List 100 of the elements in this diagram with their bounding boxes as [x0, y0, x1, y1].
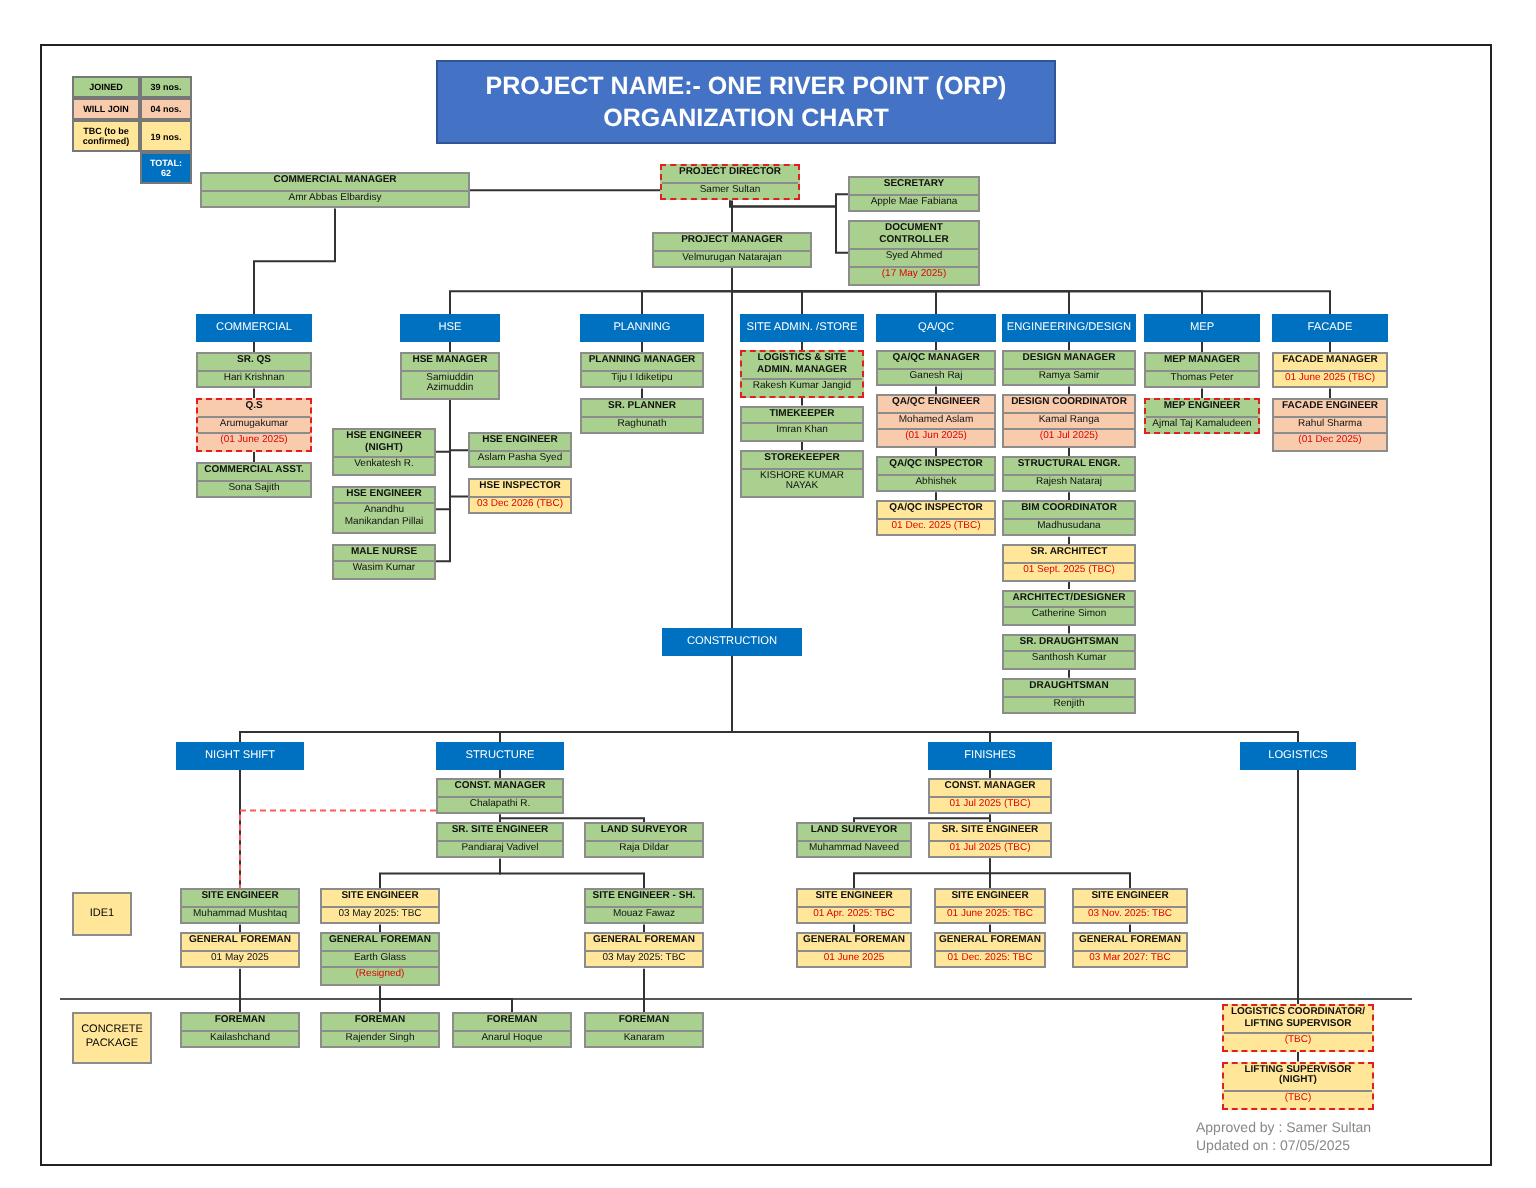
position-box — [1002, 500, 1136, 537]
connector-line — [1068, 491, 1070, 502]
position-box — [876, 500, 996, 537]
connector-line — [935, 341, 937, 351]
position-box — [584, 888, 704, 925]
connector-line — [853, 923, 855, 934]
connector-line — [989, 857, 1131, 889]
position-box — [332, 485, 436, 534]
connector-line — [935, 446, 937, 457]
connector-line — [253, 207, 336, 315]
position-box — [1072, 932, 1188, 969]
position-box — [200, 172, 470, 209]
position-box — [320, 932, 440, 986]
connector-line — [253, 341, 255, 353]
connector-line — [499, 857, 645, 889]
position-box — [332, 428, 436, 476]
position-box — [1222, 1061, 1374, 1110]
connector-line — [499, 813, 645, 823]
connector-line — [641, 387, 643, 400]
position-box — [1072, 888, 1188, 925]
position-box — [796, 888, 912, 925]
position-box — [196, 461, 312, 499]
connector-line — [239, 923, 241, 934]
chart-title: PROJECT NAME:- ONE RIVER POINT (ORP) ORGANIZATION CHART — [436, 60, 1056, 144]
position-box — [928, 778, 1052, 815]
position-box — [1222, 1004, 1374, 1052]
connector-line — [379, 984, 513, 1013]
position-box — [436, 822, 564, 859]
connector-line — [1068, 385, 1070, 396]
connector-line — [989, 769, 991, 779]
position-box — [1002, 394, 1136, 448]
position-box — [320, 1012, 440, 1049]
position-box — [1144, 352, 1260, 389]
position-box — [580, 398, 704, 435]
position-box — [584, 822, 704, 859]
position-box — [196, 352, 312, 389]
connector-line — [1201, 387, 1203, 400]
connector-line — [729, 199, 849, 254]
connector-line — [801, 396, 803, 407]
position-box — [848, 176, 980, 213]
position-box — [876, 394, 996, 448]
connector-line — [379, 923, 381, 934]
position-box — [1272, 352, 1388, 389]
position-box — [934, 932, 1046, 969]
position-box — [876, 455, 996, 493]
position-box — [436, 778, 564, 815]
connector-line — [853, 813, 991, 823]
connector-line — [643, 923, 645, 934]
position-box — [1002, 633, 1136, 670]
connector-line — [1068, 341, 1070, 351]
position-box — [196, 398, 312, 452]
position-box — [1002, 455, 1136, 493]
position-box — [1002, 589, 1136, 626]
position-box — [1002, 350, 1136, 387]
position-box — [320, 888, 440, 925]
connector-line — [801, 341, 803, 351]
connector-line — [435, 398, 451, 563]
position-box — [652, 232, 812, 269]
position-box — [740, 350, 864, 398]
connector-line — [239, 769, 241, 889]
position-box — [400, 352, 500, 400]
connector-line — [1068, 668, 1070, 679]
connector-line — [731, 655, 1299, 743]
position-box — [1002, 677, 1136, 715]
position-box — [934, 888, 1046, 925]
position-box — [180, 932, 300, 969]
position-box — [740, 449, 864, 498]
position-box — [468, 432, 572, 469]
position-box — [848, 220, 980, 286]
position-box — [1002, 544, 1136, 582]
position-box — [180, 1012, 300, 1049]
connector-line — [1297, 769, 1299, 1005]
connector-line — [1068, 446, 1070, 457]
connector-line — [253, 450, 255, 463]
position-box — [1144, 398, 1260, 435]
connector-line — [239, 967, 241, 1013]
position-box — [332, 543, 436, 580]
position-box — [740, 405, 864, 442]
position-box — [584, 1012, 704, 1049]
connector-line — [935, 491, 937, 502]
connector-line — [253, 387, 255, 400]
position-box — [580, 352, 704, 389]
connector-line — [643, 967, 645, 1013]
position-box — [660, 164, 800, 201]
connector-line — [449, 341, 451, 353]
connector-line — [731, 199, 733, 233]
connector-line — [935, 385, 937, 396]
position-box — [468, 478, 572, 515]
connector-line — [1297, 1050, 1299, 1063]
connector-line — [989, 923, 991, 934]
position-box — [452, 1012, 572, 1049]
connector-line — [1201, 341, 1203, 353]
connector-line — [731, 267, 733, 629]
position-box — [796, 932, 912, 969]
connector-line — [1129, 923, 1131, 934]
connector-line — [801, 440, 803, 451]
position-box — [876, 350, 996, 387]
connector-line — [1329, 387, 1331, 400]
position-box — [796, 822, 912, 859]
connector-line — [239, 809, 437, 889]
